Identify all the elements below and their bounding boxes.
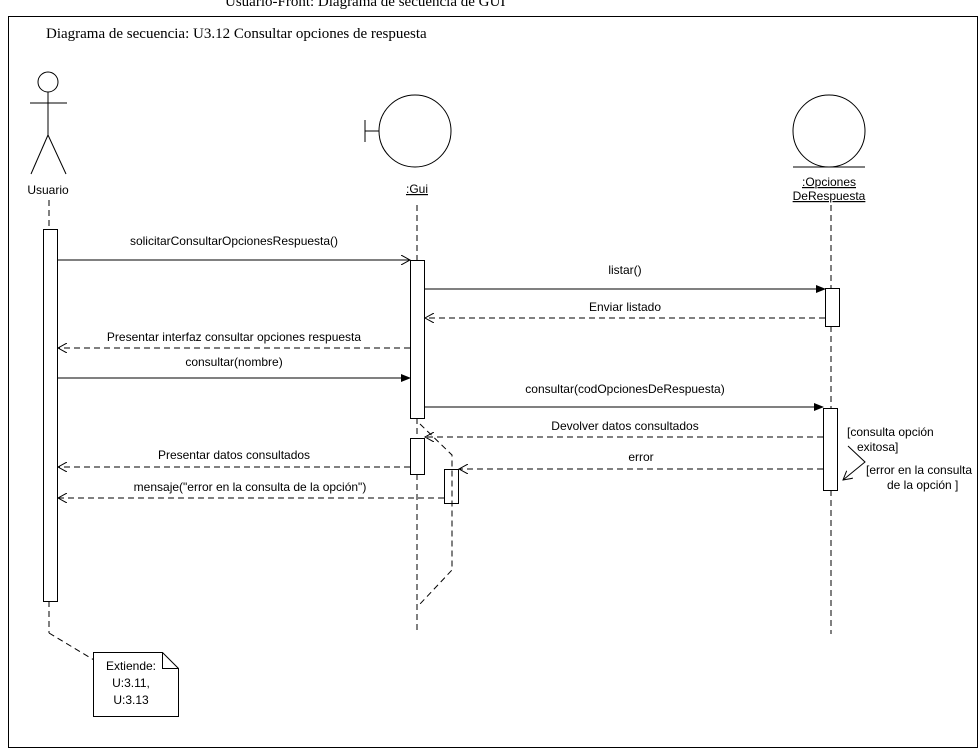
guard-success-line2: exitosa] [857,440,898,454]
msg-error-label: error [628,450,653,464]
actor-label: Usuario [27,183,69,197]
msg-solicitar-label: solicitarConsultarOpcionesRespuesta() [130,234,338,248]
guard-success-line1: [consulta opción [847,425,934,439]
msg-consultar-nombre-label: consultar(nombre) [185,355,282,369]
activation-usuario [43,229,58,602]
msg-presentar-interfaz-label: Presentar interfaz consultar opciones re… [107,330,361,344]
boundary-gui-icon [364,94,452,168]
note-extiende: Extiende: U:3.11, U:3.13 [93,652,179,717]
msg-devolver-label: Devolver datos consultados [551,419,698,433]
activation-entity-2 [823,408,838,491]
msg-mensaje-label: mensaje("error en la consulta de la opci… [134,480,367,494]
activation-gui-2 [410,438,425,475]
header-cut-text: Usuario-Front: Diagrama de secuencia de … [225,0,505,10]
note-line1: Extiende: [106,659,156,673]
guard-error-line2: de la opción ] [887,478,958,492]
msg-enviar-listado-label: Enviar listado [589,300,661,314]
entity-opciones-icon [792,94,866,168]
msg-presentar-datos-label: Presentar datos consultados [158,448,310,462]
note-line3: U:3.13 [113,693,149,707]
gui-label: :Gui [406,182,428,196]
frame-title: Diagrama de secuencia: U3.12 Consultar o… [46,26,427,42]
msg-listar-label: listar() [608,263,641,277]
note-connector [48,632,95,661]
entity-label-line1: :Opciones [802,175,856,189]
activation-entity-1 [825,288,840,327]
activation-gui-1 [410,260,425,419]
diagram-frame [8,16,978,748]
entity-label-line2: DeRespuesta [793,189,866,203]
actor-head [37,71,59,93]
guard-alt-arrow [843,445,866,480]
note-line2: U:3.11, [112,676,150,690]
guard-error-line1: [error en la consulta [866,463,972,477]
actor-left-leg [30,134,49,175]
gui-return-path [419,423,453,605]
actor-usuario [30,71,67,175]
msg-consultar-cod-label: consultar(codOpcionesDeRespuesta) [525,382,724,396]
actor-right-leg [47,134,67,175]
